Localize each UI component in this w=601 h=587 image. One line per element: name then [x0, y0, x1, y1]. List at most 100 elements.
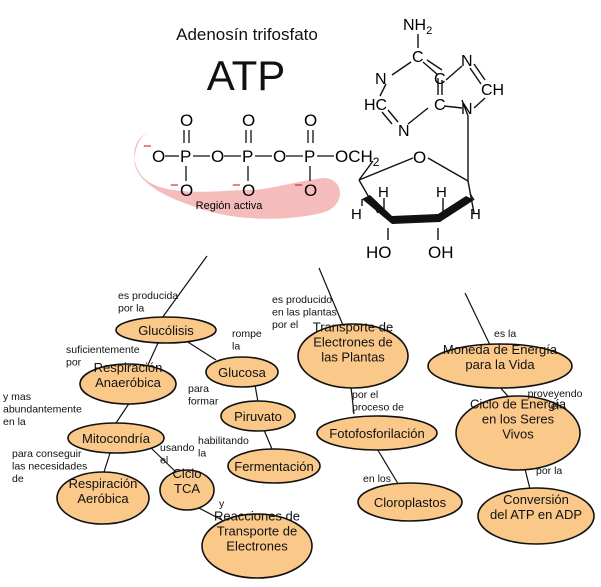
node-label-glucosa: Glucosa — [218, 365, 266, 380]
node-label-conversion-line: del ATP en ADP — [490, 507, 582, 522]
oxygen-atom: O — [180, 181, 193, 200]
node-label-conversion-line: Conversión — [503, 492, 569, 507]
subtitle: Adenosín trifosfato — [176, 25, 318, 44]
link-label-y-mas-line: abundantemente — [3, 404, 82, 416]
node-label-reacciones-line: Reacciones de — [214, 509, 300, 524]
link-label-para-formar-line: formar — [188, 396, 219, 408]
node-label-ciclo-energia-line: Ciclo de Energía — [470, 397, 567, 412]
oxygen-atom: O — [242, 111, 255, 130]
node-label-glucosa-line: Glucosa — [218, 365, 266, 380]
link-label-y: y — [219, 498, 225, 510]
node-label-transporte-plantas-line: Electrones de — [313, 335, 393, 350]
node-label-glucolisis: Glucólisis — [138, 323, 194, 338]
node-ciclo-tca — [159, 469, 215, 511]
node-label-ciclo-tca-line: Ciclo — [173, 466, 202, 481]
oxygen-atom: O — [152, 147, 165, 166]
adenine-carbon: C — [434, 71, 446, 88]
node-label-piruvato-line: Piruvato — [234, 409, 282, 424]
node-label-resp-anaerobica-line: Respiración — [94, 360, 163, 375]
link-label-es-producido-line: es producido — [272, 294, 332, 306]
link-label-suficientemente-line: por — [66, 357, 82, 369]
link-label-para-conseguir-line: de — [12, 473, 24, 485]
adenine-nitrogen: N — [398, 123, 410, 140]
ch-group: CH — [481, 82, 504, 99]
minus-sign: − — [232, 177, 241, 194]
och2-text: OCH — [335, 147, 373, 166]
node-moneda — [427, 343, 573, 389]
node-label-fermentacion: Fermentación — [234, 459, 313, 474]
oxygen-atom: O — [304, 111, 317, 130]
hc-group: HC — [364, 97, 387, 114]
link-label-y-mas-line: en la — [3, 416, 26, 428]
oxygen-atom: O — [180, 111, 193, 130]
node-label-fotofosforilacion-line: Fotofosforilación — [329, 426, 424, 441]
hydrogen-atom: H — [378, 184, 389, 201]
node-glucolisis — [115, 316, 217, 344]
link-label-por-la-line: por la — [536, 465, 562, 477]
link-label-es-la-line: es la — [494, 328, 516, 340]
ho-group: HO — [366, 243, 392, 262]
node-mitocondria — [67, 422, 165, 454]
concept-nodes — [56, 316, 595, 579]
node-label-reacciones-line: Electrones — [226, 539, 288, 554]
node-label-glucolisis-line: Glucólisis — [138, 323, 194, 338]
link-label-en-los-line: en los — [363, 473, 391, 485]
node-label-transporte-plantas-line: las Plantas — [321, 350, 385, 365]
active-region — [134, 133, 340, 219]
hydrogen-atom: H — [470, 206, 481, 223]
hydrogen-atom: H — [351, 206, 362, 223]
node-label-resp-anaerobica-line: Anaeróbica — [95, 375, 162, 390]
och2-group: OCH2 — [335, 147, 380, 169]
amino-group: NH2 — [403, 17, 432, 37]
node-label-resp-aerobica-line: Respiración — [69, 476, 138, 491]
node-label-cloroplastos: Cloroplastos — [374, 495, 447, 510]
node-piruvato — [220, 400, 296, 432]
link-label-para-conseguir-line: las necesidades — [12, 461, 87, 473]
oxygen-atom: O — [242, 181, 255, 200]
phosphorus-atom: P — [180, 147, 191, 166]
link-label-usando-el-line: usando — [160, 442, 195, 454]
phosphorus-atom: P — [242, 147, 253, 166]
node-label-fermentacion-line: Fermentación — [234, 459, 313, 474]
link-label-es-la: es la — [494, 328, 516, 340]
nh-text: NH — [403, 17, 426, 34]
node-label-cloroplastos-line: Cloroplastos — [374, 495, 447, 510]
link-label-por-la: por la — [536, 465, 562, 477]
node-cloroplastos — [357, 482, 463, 522]
link-label-y-line: y — [219, 498, 225, 510]
link-label-por-el-proceso-line: proceso de — [352, 402, 404, 414]
link-label-es-producida-line: es producida — [118, 290, 178, 302]
link-label-para-conseguir-line: para conseguir — [12, 448, 82, 460]
atp-molecule: Región activa − − − − O P P P O O OCH2 O… — [134, 17, 504, 262]
oh-group: OH — [428, 243, 454, 262]
adenine-nitrogen: N — [375, 71, 387, 88]
link-label-proveyendo-el-line: el — [551, 401, 559, 413]
node-fotofosforilacion — [316, 415, 438, 451]
node-label-moneda-line: para la Vida — [465, 357, 535, 372]
node-label-fotofosforilacion: Fotofosforilación — [329, 426, 424, 441]
page-title: ATP — [207, 52, 286, 99]
node-resp-aerobica — [56, 471, 150, 525]
adenine-carbon: C — [434, 97, 446, 114]
link-label-rompe-la-line: la — [232, 341, 240, 353]
link-label-habilitando-la-line: la — [198, 448, 206, 460]
ring-oxygen: O — [413, 148, 426, 167]
link-label-suficientemente-line: suficientemente — [66, 344, 140, 356]
node-ciclo-energia — [455, 395, 581, 471]
node-fermentacion — [227, 448, 321, 484]
